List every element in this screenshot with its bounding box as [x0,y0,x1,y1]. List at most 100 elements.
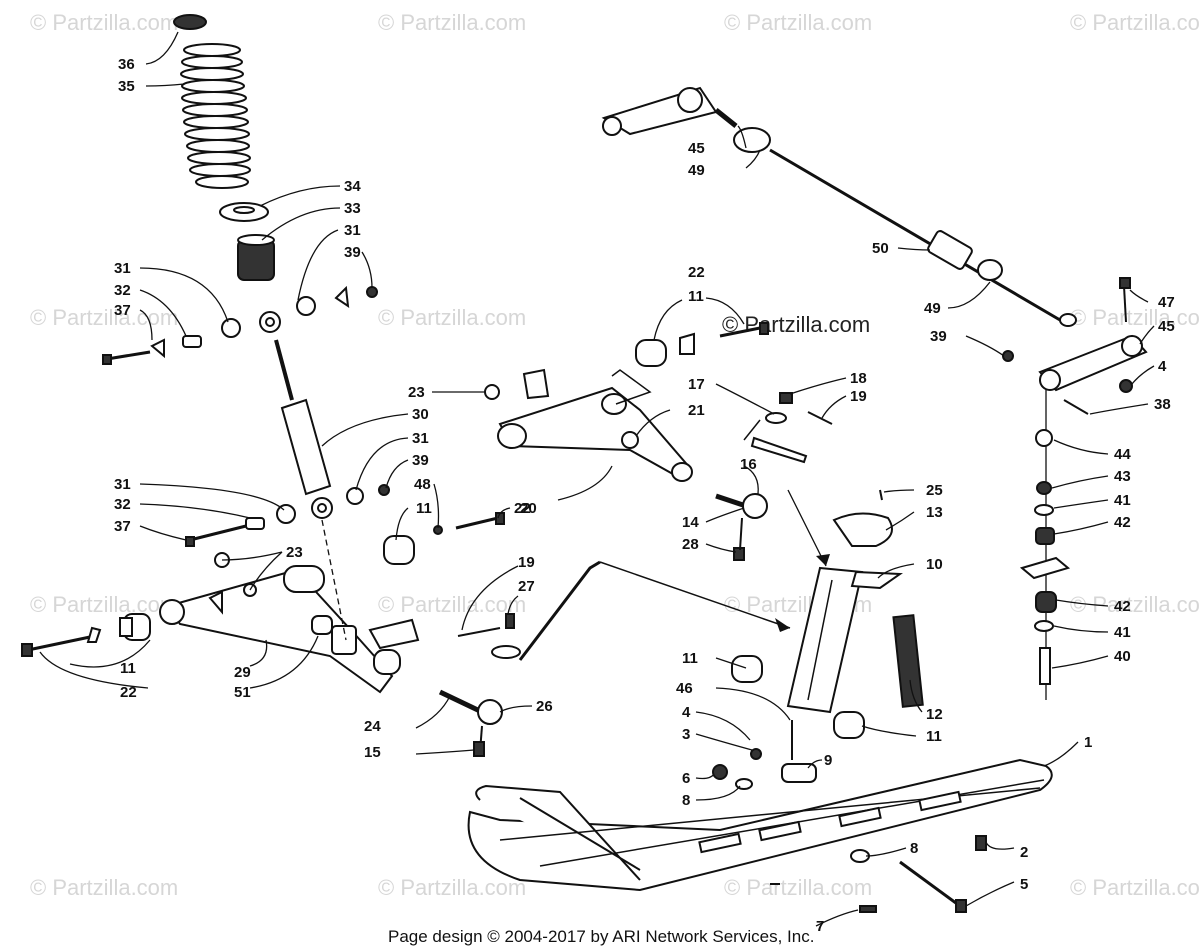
callout-1: 1 [1084,734,1092,751]
callout-16: 16 [740,456,757,473]
callout-18: 18 [850,370,867,387]
callout-43: 43 [1114,468,1131,485]
footer-copyright: Page design © 2004-2017 by ARI Network S… [388,927,814,946]
callout-11: 11 [120,660,136,677]
callout-51: 51 [234,684,251,701]
watermark: © Partzilla.com [30,10,178,35]
callout-41: 41 [1114,624,1131,641]
callout-37: 37 [114,518,131,535]
callout-29: 29 [234,664,251,681]
callout-23: 23 [408,384,425,401]
leader-lines [39,31,1155,927]
callout-4: 4 [1158,358,1167,375]
watermark: © Partzilla.com [378,875,526,900]
watermark: © Partzilla.com [378,592,526,617]
callout-6: 6 [682,770,690,787]
callout-9: 9 [824,752,832,769]
callout-34: 34 [344,178,361,195]
callout-22: 22 [120,684,137,701]
callout-31: 31 [344,222,361,239]
callout-28: 28 [682,536,699,553]
callout-11: 11 [682,650,698,667]
callout-48: 48 [414,476,431,493]
callout-25: 25 [926,482,943,499]
callout-11: 11 [688,288,704,305]
callout-40: 40 [1114,648,1131,665]
callout-42: 42 [1114,598,1131,615]
callout-22: 22 [514,500,531,517]
callout-31: 31 [114,476,131,493]
shock-assembly [102,14,390,547]
callout-46: 46 [676,680,693,697]
callout-49: 49 [924,300,941,317]
callout-17: 17 [688,376,705,393]
lower-a-arm [21,519,420,694]
watermarks: © Partzilla.com © Partzilla.com © Partzi… [30,10,1200,900]
hardware-stack [1019,390,1071,700]
watermark: © Partzilla.com [1070,875,1200,900]
callout-50: 50 [872,240,889,257]
callout-14: 14 [682,514,699,531]
callout-7: 7 [816,918,824,935]
callout-39: 39 [412,452,429,469]
coil-spring [180,43,251,189]
callout-41: 41 [1114,492,1131,509]
upper-a-arm [383,322,769,565]
callout-32: 32 [114,496,131,513]
callout-5: 5 [1020,876,1028,893]
callout-2: 2 [1020,844,1028,861]
spindle [731,392,924,739]
callout-3: 3 [682,726,690,743]
callout-11: 11 [926,728,942,745]
callout-27: 27 [518,578,535,595]
callout-19: 19 [518,554,535,571]
callout-31: 31 [412,430,429,447]
callout-15: 15 [364,744,381,761]
callout-19: 19 [850,388,867,405]
lower-tie-rod [438,560,791,757]
callout-45: 45 [1158,318,1175,335]
tie-rod [601,86,1148,415]
upper-tie-rod [715,493,768,561]
callout-45: 45 [688,140,705,157]
callout-37: 37 [114,302,131,319]
watermark: © Partzilla.com [724,10,872,35]
callout-49: 49 [688,162,705,179]
callouts: 36 35 34 33 31 39 31 32 37 23 30 31 39 4… [114,56,1175,935]
watermark: © Partzilla.com [30,875,178,900]
watermark: © Partzilla.com [30,592,178,617]
callout-26: 26 [536,698,553,715]
callout-31: 31 [114,260,131,277]
callout-12: 12 [926,706,943,723]
watermark: © Partzilla.com [378,10,526,35]
callout-22: 22 [688,264,705,281]
callout-30: 30 [412,406,429,423]
watermark: © Partzilla.com [1070,10,1200,35]
callout-23: 23 [286,544,303,561]
callout-32: 32 [114,282,131,299]
callout-20: 20 [520,500,537,517]
callout-24: 24 [364,718,381,735]
callout-4: 4 [682,704,691,721]
callout-39: 39 [344,244,361,261]
callout-36: 36 [118,56,135,73]
watermark: © Partzilla.com [378,305,526,330]
callout-39: 39 [930,328,947,345]
watermark: © Partzilla.com [1070,305,1200,330]
callout-13: 13 [926,504,943,521]
callout-44: 44 [1114,446,1131,463]
watermark: © Partzilla.com [724,875,872,900]
callout-10: 10 [926,556,943,573]
callout-47: 47 [1158,294,1175,311]
ski [467,720,1053,913]
watermark: © Partzilla.com [30,305,178,330]
callout-33: 33 [344,200,361,217]
callout-8: 8 [910,840,918,857]
callout-42: 42 [1114,514,1131,531]
callout-35: 35 [118,78,135,95]
callout-21: 21 [688,402,705,419]
callout-8: 8 [682,792,690,809]
callout-38: 38 [1154,396,1171,413]
callout-11: 11 [416,500,432,517]
